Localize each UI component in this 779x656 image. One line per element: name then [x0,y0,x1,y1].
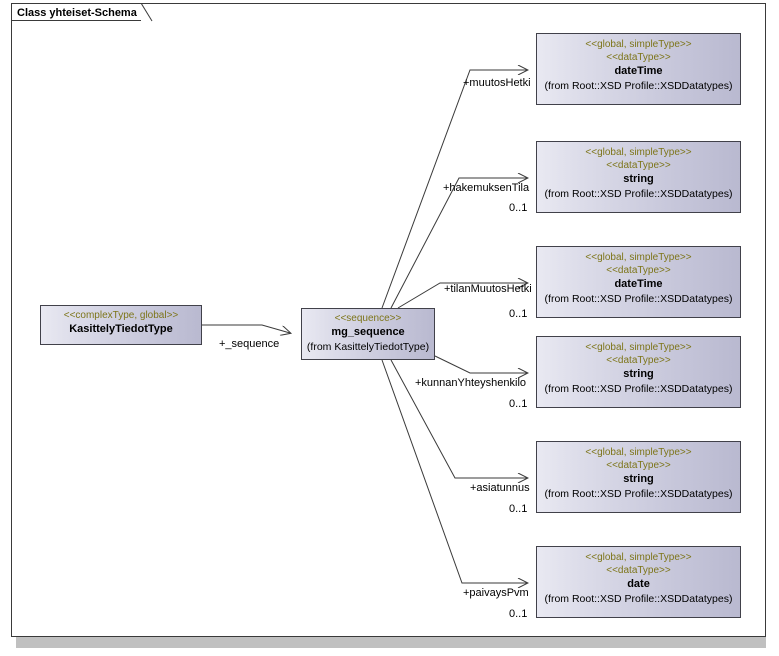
edge-label-role: +hakemuksenTila [443,182,530,194]
class-stereotype-global: <<global, simpleType>> [585,447,692,458]
class-stereotype-global: <<global, simpleType>> [585,252,692,263]
class-name: string [623,473,654,485]
class-stereotype-global: <<global, simpleType>> [585,147,692,158]
edge-label-role: +asiatunnus [470,482,530,494]
scroll-strip [766,0,779,656]
class-name: mg_sequence [331,326,405,338]
class-stereotype-datatype: <<dataType>> [606,355,671,366]
diagram-title-tab: Class yhteiset-Schema [11,3,141,21]
frame-tab-corner [140,3,153,22]
edge-label-role: +muutosHetki [463,77,531,89]
class-name: string [623,173,654,185]
class-name: dateTime [614,65,663,77]
edge-label-multiplicity: 0..1 [509,398,528,410]
class-box-datatype[interactable]: <<global, simpleType>> <<dataType>> dateTi… [536,33,741,105]
class-stereotype-global: <<global, simpleType>> [585,39,692,50]
class-name: string [623,368,654,380]
diagram-title-text: Class yhteiset-Schema [17,7,137,19]
class-stereotype: <<sequence>> [334,313,402,324]
class-box-datatype[interactable]: <<global, simpleType>> <<dataType>> date (f… [536,546,741,618]
edge-label-multiplicity: 0..1 [509,202,528,214]
class-box-datatype[interactable]: <<global, simpleType>> <<dataType>> string… [536,441,741,513]
class-name: dateTime [614,278,663,290]
class-box-datatype[interactable]: <<global, simpleType>> <<dataType>> string… [536,141,741,213]
class-stereotype-datatype: <<dataType>> [606,265,671,276]
edge-label-sequence: +_sequence [219,338,280,350]
class-stereotype: <<complexType, global>> [63,310,179,321]
class-box-datatype[interactable]: <<global, simpleType>> <<dataType>> string… [536,336,741,408]
edge-label-multiplicity: 0..1 [509,503,528,515]
class-box-datatype[interactable]: <<global, simpleType>> <<dataType>> dateTi… [536,246,741,318]
edge-label-role: +tilanMuutosHetki [444,283,532,295]
edge-label-multiplicity: 0..1 [509,608,528,620]
class-stereotype-global: <<global, simpleType>> [585,552,692,563]
class-stereotype-datatype: <<dataType>> [606,160,671,171]
class-stereotype-datatype: <<dataType>> [606,460,671,471]
class-stereotype-global: <<global, simpleType>> [585,342,692,353]
class-box-source[interactable]: <<complexType, global>> KasittelyTiedotT… [40,305,202,345]
class-name: date [627,578,650,590]
edge-label-role: +paivaysPvm [463,587,529,599]
class-namespace: (from Root::XSD Profile::XSDDatatypes) [544,188,733,200]
class-namespace: (from Root::XSD Profile::XSDDatatypes) [544,293,733,305]
class-namespace: (from KasittelyTiedotType) [306,341,430,353]
edge-label-multiplicity: 0..1 [509,308,528,320]
class-namespace: (from Root::XSD Profile::XSDDatatypes) [544,488,733,500]
class-stereotype-datatype: <<dataType>> [606,565,671,576]
class-namespace: (from Root::XSD Profile::XSDDatatypes) [544,383,733,395]
class-box-sequence[interactable]: <<sequence>> mg_sequence (from Kasittely… [301,308,435,360]
edge-label-role: +kunnanYhteyshenkilo [415,377,526,389]
class-namespace: (from Root::XSD Profile::XSDDatatypes) [544,593,733,605]
class-name: KasittelyTiedotType [69,323,173,335]
class-namespace: (from Root::XSD Profile::XSDDatatypes) [544,80,733,92]
class-stereotype-datatype: <<dataType>> [606,52,671,63]
